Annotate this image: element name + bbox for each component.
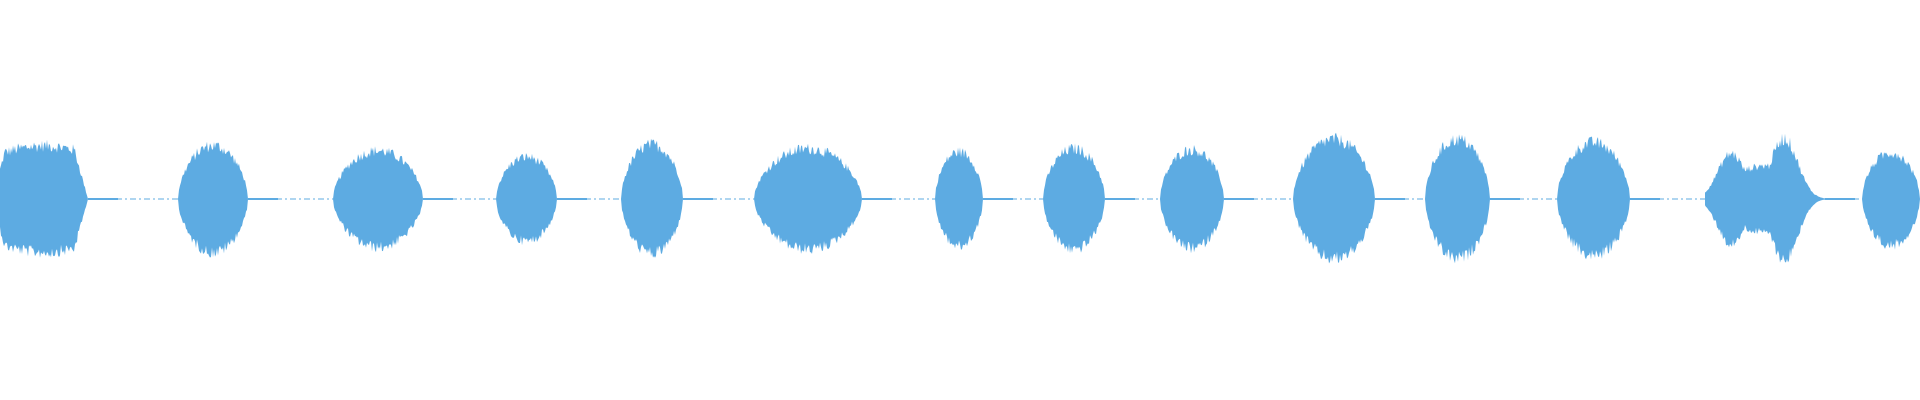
waveform-burst [496, 153, 557, 246]
waveform-burst [1862, 152, 1920, 250]
waveform-burst [1043, 143, 1105, 254]
waveform-burst [333, 146, 423, 253]
waveform-burst [1160, 145, 1224, 254]
waveform-burst [621, 138, 683, 258]
waveform-burst [754, 143, 862, 254]
waveform-burst [1293, 132, 1375, 264]
waveform-burst [178, 141, 248, 258]
waveform-burst [935, 147, 983, 250]
waveform-bursts [0, 132, 1920, 264]
waveform-burst [0, 139, 88, 258]
waveform-burst [1557, 136, 1630, 260]
waveform-burst [1705, 133, 1825, 263]
waveform-burst [1425, 134, 1490, 264]
